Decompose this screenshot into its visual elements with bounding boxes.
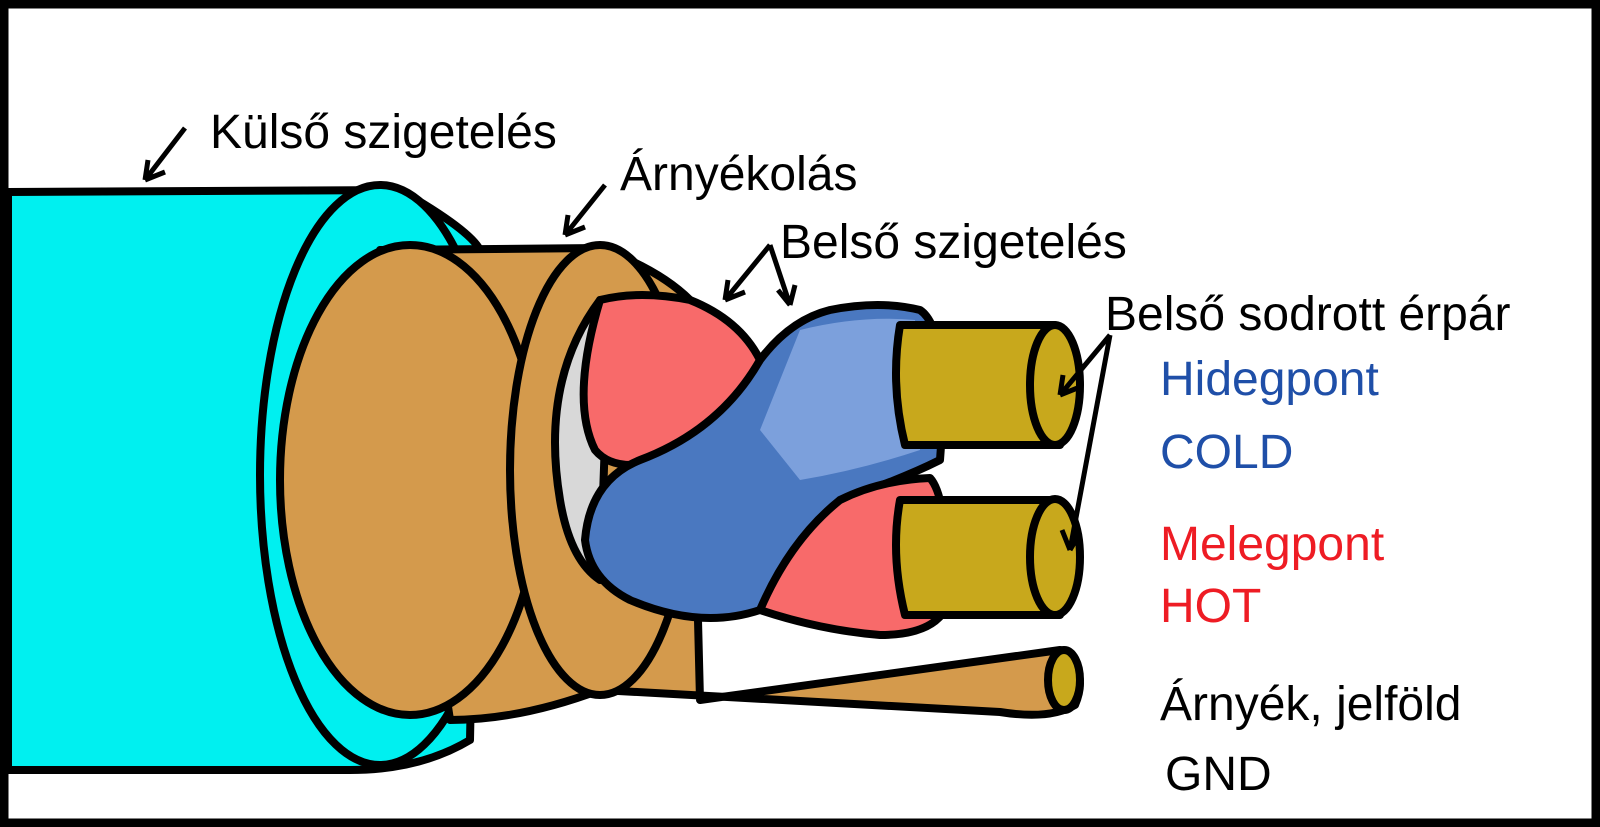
arrow-shielding <box>562 183 607 238</box>
arrow-inner-insulation-2 <box>767 244 798 307</box>
label-inner-insulation: Belső szigetelés <box>780 216 1127 269</box>
pointer-arrows <box>142 126 1113 552</box>
cold-conductor-end <box>1026 321 1084 449</box>
label-cold-en: COLD <box>1160 426 1293 479</box>
label-cold-hu: Hidegpont <box>1160 353 1379 406</box>
hot-conductor-end <box>1026 495 1084 619</box>
arrow-inner-insulation-1 <box>722 243 772 303</box>
arrow-hot-conductor <box>1059 334 1113 552</box>
shield-outer-ellipse <box>276 241 544 719</box>
label-ground-en: GND <box>1165 748 1272 801</box>
cold-conductor <box>892 321 1064 449</box>
label-hot-hu: Melegpont <box>1160 518 1384 571</box>
cold-insulation-highlight <box>760 318 920 480</box>
label-hot-en: HOT <box>1160 580 1261 633</box>
ground-wire-end <box>1044 646 1084 714</box>
arrow-outer-insulation <box>142 126 187 183</box>
hot-conductor <box>892 496 1064 619</box>
label-inner-twisted-pair: Belső sodrott érpár <box>1105 288 1511 341</box>
label-ground-hu: Árnyék, jelföld <box>1160 678 1461 731</box>
label-outer-insulation: Külső szigetelés <box>210 106 557 159</box>
arrow-cold-conductor <box>1057 333 1112 398</box>
label-shielding: Árnyékolás <box>620 148 857 201</box>
